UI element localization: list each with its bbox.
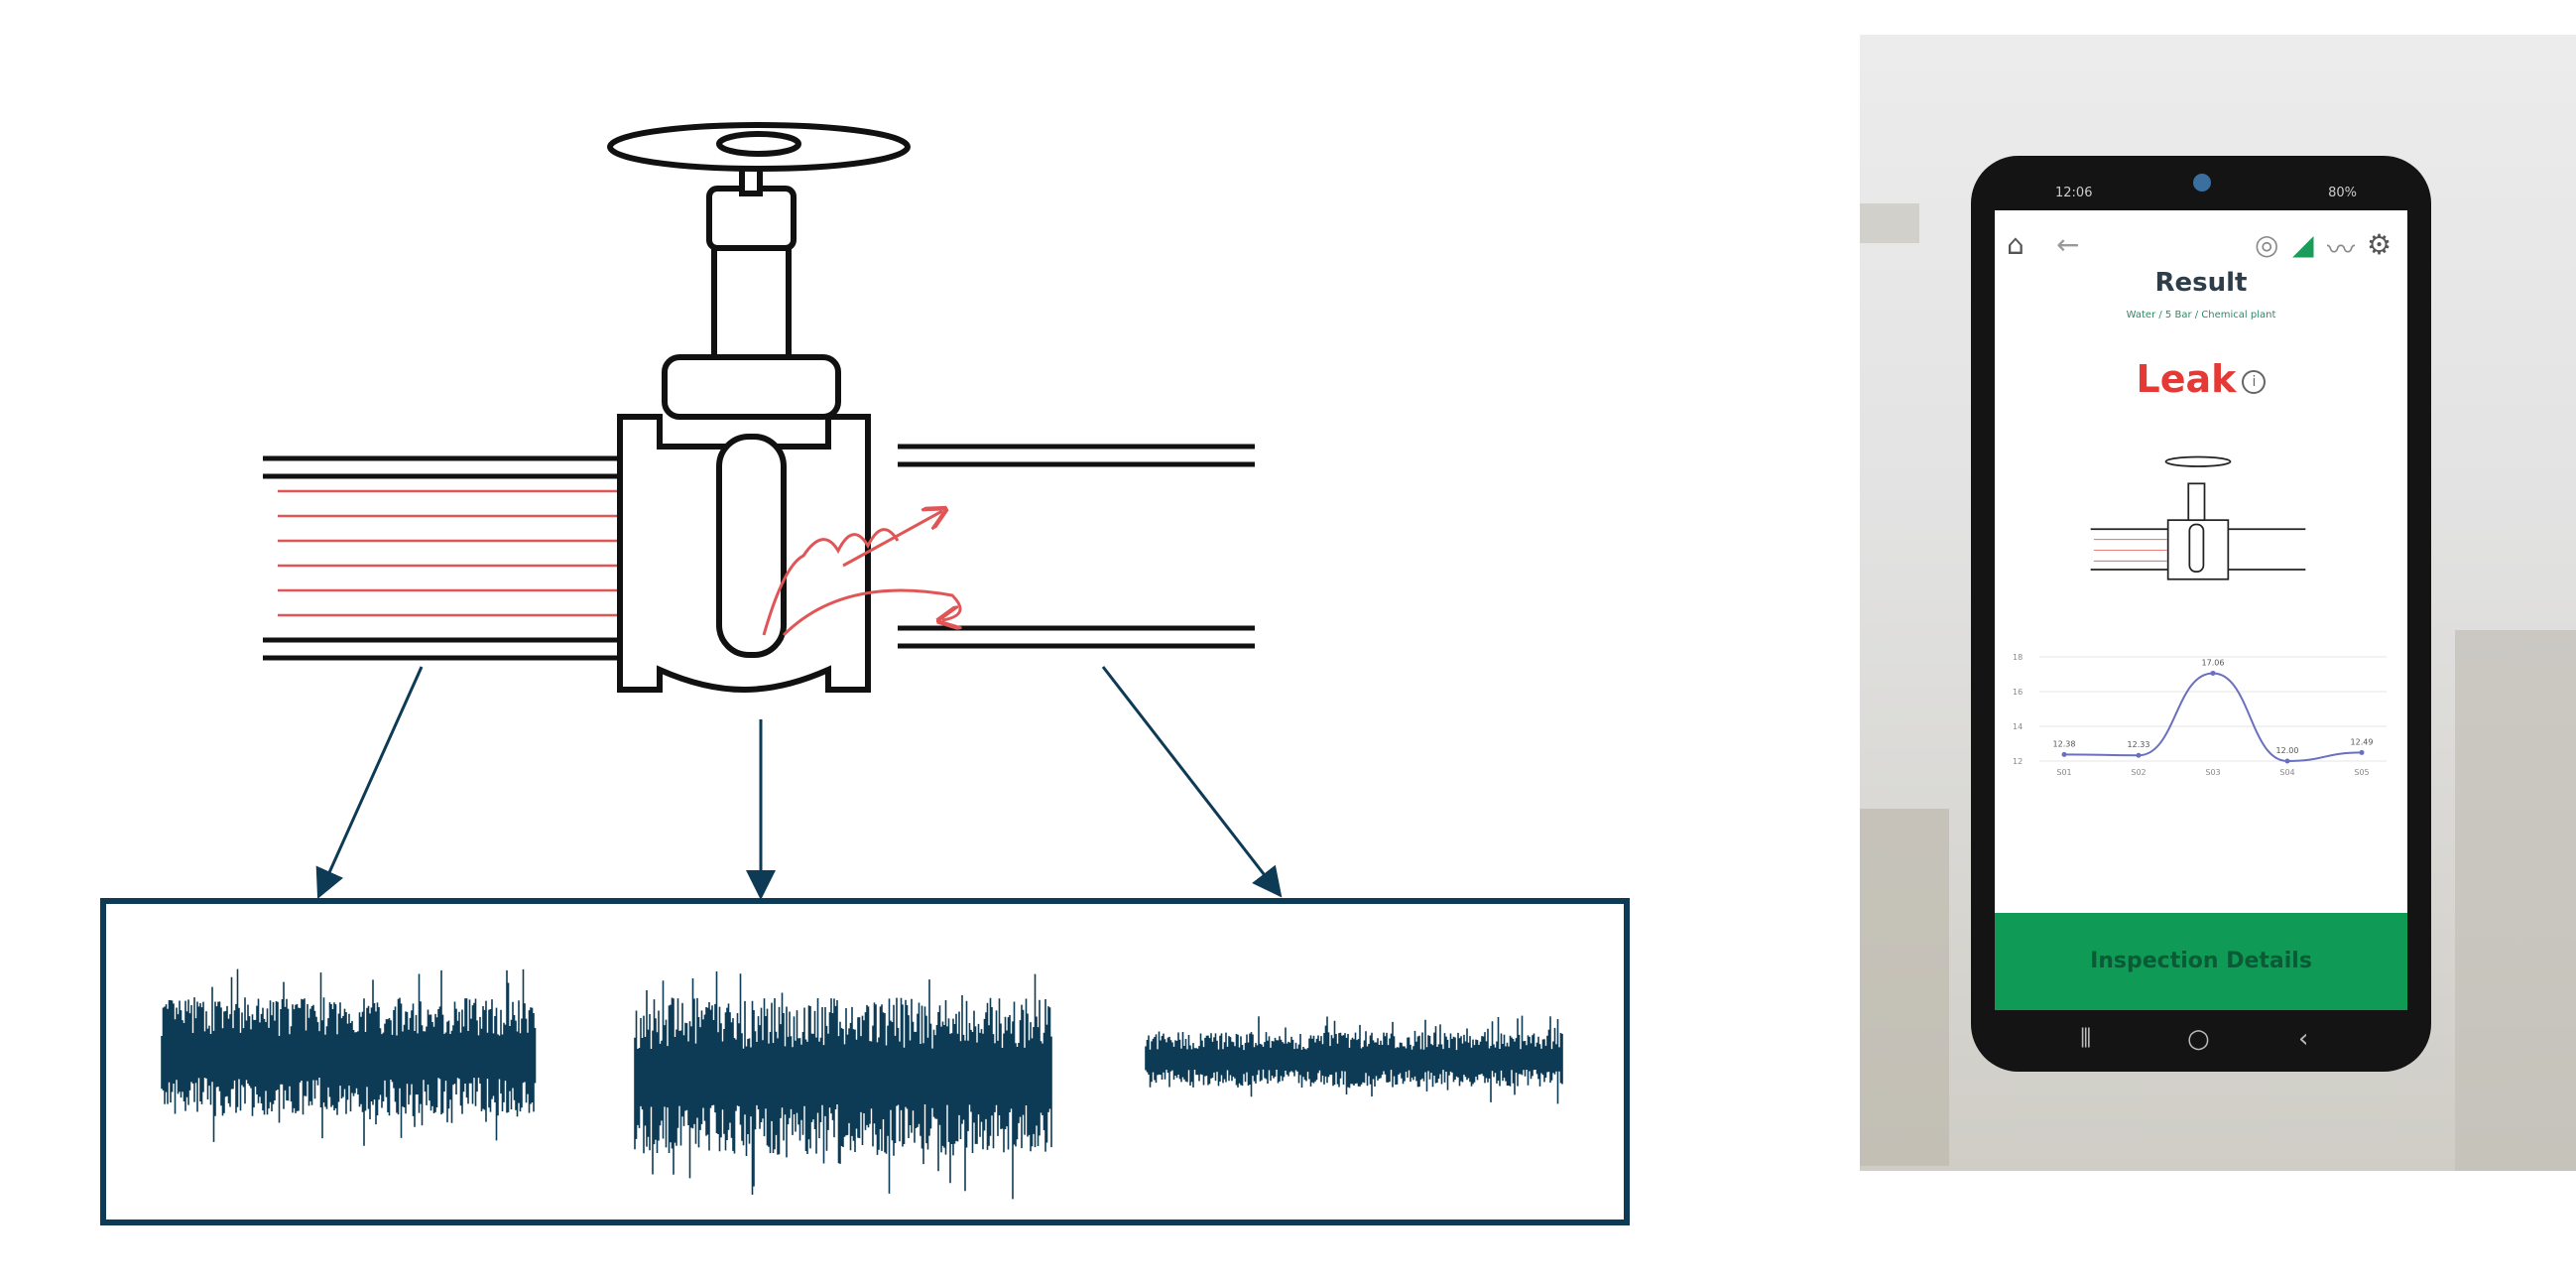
- status-bar: 12:06 80%: [1971, 156, 2431, 210]
- data-label: 12.33: [2128, 740, 2150, 749]
- trend-icon[interactable]: 〰: [2327, 233, 2356, 266]
- back-arrow-icon[interactable]: ←: [2056, 228, 2080, 261]
- vibration-signals: [161, 968, 1563, 1200]
- app-screen: ⌂ ← ◎ ◢ 〰 ⚙ Result Water / 5 Bar / Chemi…: [1995, 210, 2407, 1010]
- x-tick-label: S02: [2131, 768, 2146, 777]
- sensor-off-icon[interactable]: ◎: [2255, 228, 2279, 261]
- y-tick-label: 16: [2013, 688, 2023, 697]
- signal-arrows: [315, 666, 1283, 900]
- data-point: [2210, 670, 2216, 676]
- signal-box: [100, 898, 1630, 1225]
- leak-icon[interactable]: ◢: [2292, 228, 2314, 261]
- home-nav-icon[interactable]: ○: [2187, 1024, 2210, 1054]
- home-icon[interactable]: ⌂: [2007, 228, 2024, 261]
- breadcrumb: Water / 5 Bar / Chemical plant: [2126, 310, 2276, 321]
- x-tick-label: S05: [2354, 768, 2369, 777]
- status-time: 12:06: [2055, 186, 2093, 200]
- status-battery: 80%: [2328, 186, 2357, 200]
- back-nav-icon[interactable]: ‹: [2298, 1024, 2309, 1054]
- phone: 12:06 80% ⌂ ← ◎ ◢ 〰 ⚙ Result Water / 5 B…: [1971, 156, 2431, 1072]
- data-label: 12.00: [2276, 746, 2299, 755]
- y-tick-label: 14: [2013, 722, 2023, 731]
- data-point: [2061, 751, 2067, 757]
- gear-icon[interactable]: ⚙: [2367, 228, 2392, 261]
- data-point: [2284, 758, 2290, 764]
- data-point: [2136, 752, 2142, 758]
- signal-waveform-2: [634, 970, 1052, 1200]
- y-tick-label: 12: [2013, 757, 2023, 766]
- inspection-details-button[interactable]: Inspection Details: [1995, 913, 2407, 1010]
- recents-icon[interactable]: ⦀: [2080, 1024, 2092, 1054]
- valve-thumbnail: [2090, 455, 2306, 580]
- android-nav-bar: ⦀ ○ ‹: [1971, 1010, 2431, 1072]
- data-point: [2359, 749, 2365, 755]
- data-label: 12.38: [2053, 739, 2076, 748]
- camera: [2193, 174, 2211, 192]
- data-label: 12.49: [2351, 737, 2374, 746]
- result-text: Leak: [2136, 357, 2237, 401]
- series-line: [2063, 672, 2363, 763]
- page-title: Result: [2154, 268, 2248, 298]
- turbulence-arrows: [762, 511, 960, 637]
- valve-body: [607, 122, 911, 694]
- x-tick-label: S03: [2205, 768, 2220, 777]
- x-tick-label: S04: [2279, 768, 2294, 777]
- data-label: 17.06: [2202, 658, 2225, 667]
- x-tick-label: S01: [2056, 768, 2071, 777]
- info-icon[interactable]: i: [2242, 369, 2267, 394]
- signal-waveform-1: [161, 968, 537, 1146]
- signal-waveform-3: [1145, 1015, 1563, 1104]
- y-tick-label: 18: [2013, 653, 2023, 662]
